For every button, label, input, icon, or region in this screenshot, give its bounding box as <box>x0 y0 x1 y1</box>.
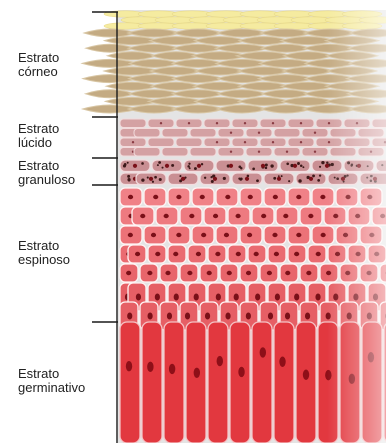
label-estrato-corneo: Estrato córneo <box>18 51 59 79</box>
label-estrato-espinoso: Estrato espinoso <box>18 239 70 267</box>
label-estrato-germinativo: Estrato germinativo <box>18 367 85 395</box>
right-fade <box>118 10 386 443</box>
label-estrato-lucido: Estrato lúcido <box>18 122 59 150</box>
label-estrato-granuloso: Estrato granuloso <box>18 159 75 187</box>
